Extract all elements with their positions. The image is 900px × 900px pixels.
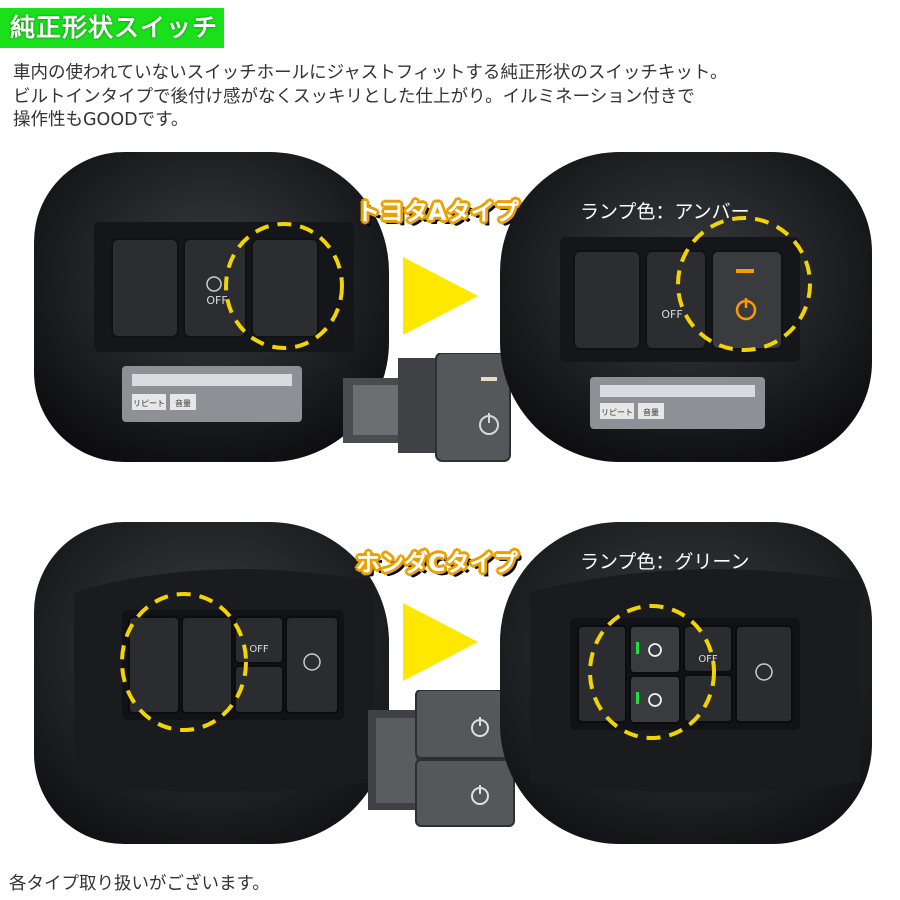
toyota-after-photo: OFF リピート 音量: [500, 152, 872, 462]
toyota-after-off-label: OFF: [661, 308, 682, 321]
toyota-before-volume-label: 音量: [175, 398, 191, 408]
description-line-1: 車内の使われていないスイッチホールにジャストフィットする純正形状のスイッチキット…: [13, 63, 728, 83]
honda-after-off-label: OFF: [698, 654, 718, 665]
description-line-3: 操作性もGOODです。: [13, 110, 189, 130]
toyota-before-photo: OFF リピート 音量: [34, 152, 389, 462]
toyota-switch-product: [343, 353, 511, 462]
toyota-arrow-icon: [403, 257, 478, 335]
toyota-before-repeat-label: リピート: [133, 399, 165, 408]
product-description: 車内の使われていないスイッチホールにジャストフィットする純正形状のスイッチキット…: [13, 62, 893, 133]
honda-lamp-label: ランプ色：グリーン: [580, 551, 750, 573]
honda-type-label: ホンダCタイプ: [356, 549, 518, 577]
toyota-before-off-label: OFF: [206, 294, 227, 307]
toyota-type-label: トヨタAタイプ: [356, 198, 519, 226]
toyota-lamp-label: ランプ色：アンバー: [580, 201, 750, 223]
honda-before-off-label: OFF: [249, 644, 269, 655]
footer-note: 各タイプ取り扱いがございます。: [9, 874, 270, 894]
toyota-after-repeat-label: リピート: [601, 408, 633, 417]
honda-switch-product: [368, 690, 515, 827]
honda-before-photo: OFF: [34, 522, 389, 844]
toyota-after-volume-label: 音量: [643, 407, 659, 417]
description-line-2: ビルトインタイプで後付け感がなくスッキリとした仕上がり。イルミネーション付きで: [13, 86, 695, 107]
honda-arrow-icon: [403, 603, 478, 681]
honda-after-photo: OFF: [500, 522, 872, 844]
section-title-badge: 純正形状スイッチ: [0, 8, 224, 48]
